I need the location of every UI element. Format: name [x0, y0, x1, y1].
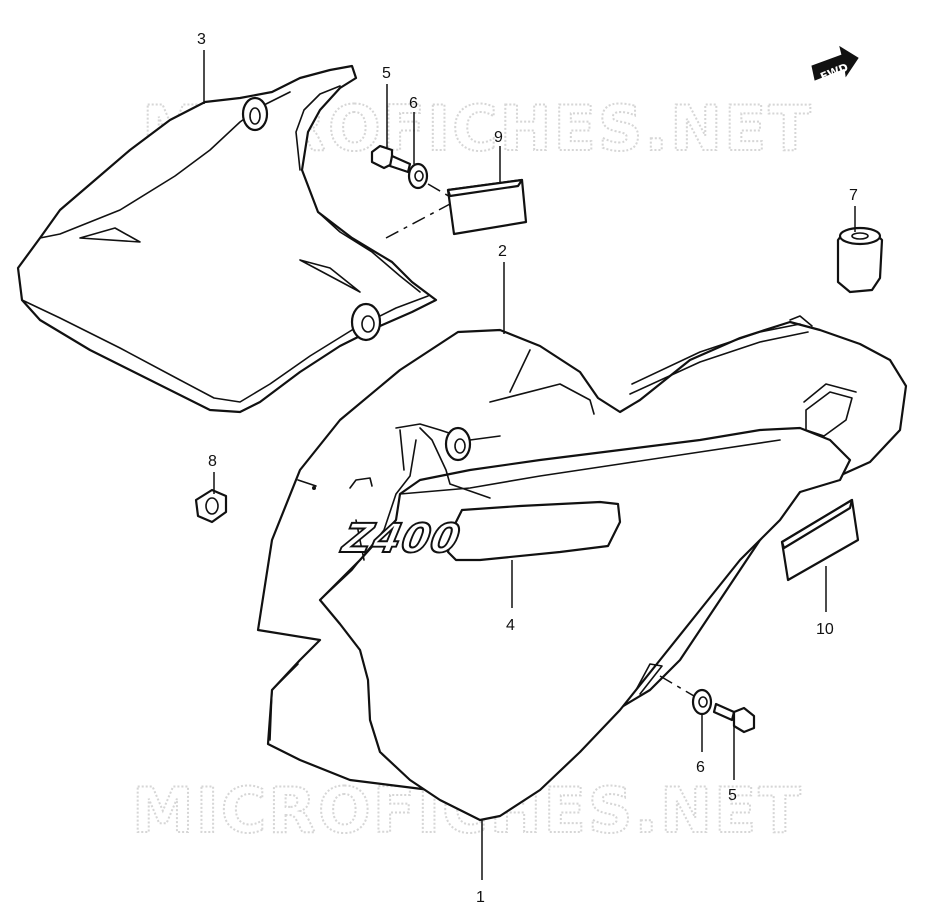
part-4-emblem: Z400 — [336, 500, 622, 563]
callout-leaders — [203, 50, 856, 880]
part-7-grommet — [836, 226, 884, 294]
callout-3: 3 — [197, 31, 206, 48]
callout-6-top: 6 — [409, 95, 418, 112]
part-10-pad — [780, 498, 860, 582]
callout-7: 7 — [849, 187, 858, 204]
part-6-washer-top — [407, 162, 429, 190]
part-5-bolt-top — [370, 144, 412, 174]
part-1-lower-side-cover — [318, 423, 852, 822]
callout-1: 1 — [476, 889, 485, 906]
emblem-text: Z400 — [337, 514, 466, 561]
callout-5-top: 5 — [382, 65, 391, 82]
part-5-bolt-bottom — [712, 702, 756, 734]
callout-2: 2 — [498, 243, 507, 260]
forward-arrow-icon: FWD — [811, 45, 859, 84]
callout-9: 9 — [494, 129, 503, 146]
callout-4: 4 — [506, 617, 515, 634]
callout-8: 8 — [208, 453, 217, 470]
part-3-upper-side-cover — [16, 64, 438, 414]
callout-5-bottom: 5 — [728, 787, 737, 804]
part-6-washer-bottom — [691, 688, 713, 716]
part-9-pad — [446, 178, 528, 236]
callout-10: 10 — [816, 621, 834, 638]
part-8-grommet — [194, 488, 228, 524]
callout-6-bottom: 6 — [696, 759, 705, 776]
